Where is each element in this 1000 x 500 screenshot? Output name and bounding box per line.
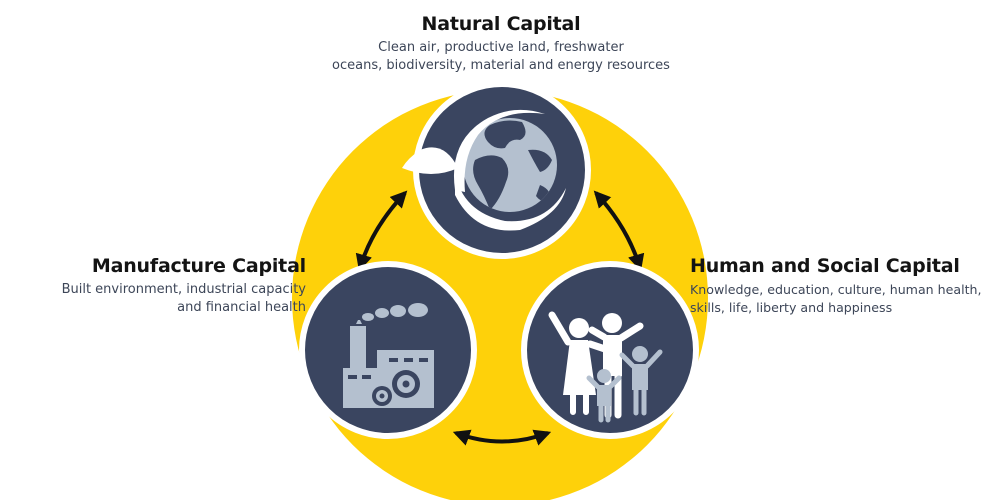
manufacture-capital-node [299, 261, 477, 439]
arrow-natural-manufacture [355, 190, 408, 272]
factory-icon [343, 303, 434, 408]
arrow-manufacture-human [452, 429, 552, 446]
natural-capital-title: Natural Capital [421, 13, 581, 35]
manufacture-description-line: and financial health [177, 300, 306, 315]
manufacture-capital-description: Built environment, industrial capacity a… [62, 281, 306, 317]
human-social-capital-description: Knowledge, education, culture, human hea… [690, 281, 982, 317]
natural-description-line: Clean air, productive land, freshwater [378, 40, 624, 55]
human-description-line: Knowledge, education, culture, human hea… [690, 282, 982, 297]
natural-capital-description: Clean air, productive land, freshwater o… [332, 39, 670, 75]
natural-description-line: oceans, biodiversity, material and energ… [332, 58, 670, 73]
manufacture-description-line: Built environment, industrial capacity [61, 282, 306, 297]
human-description-line: skills, life, liberty and happiness [690, 300, 893, 315]
human-social-capital-node [521, 261, 699, 439]
manufacture-capital-title: Manufacture Capital [91, 255, 306, 277]
family-icon [548, 311, 663, 423]
natural-capital-node [402, 81, 591, 259]
arrow-natural-human [593, 190, 645, 272]
earth-with-leaf-icon [402, 109, 566, 231]
human-social-capital-title: Human and Social Capital [690, 255, 960, 277]
